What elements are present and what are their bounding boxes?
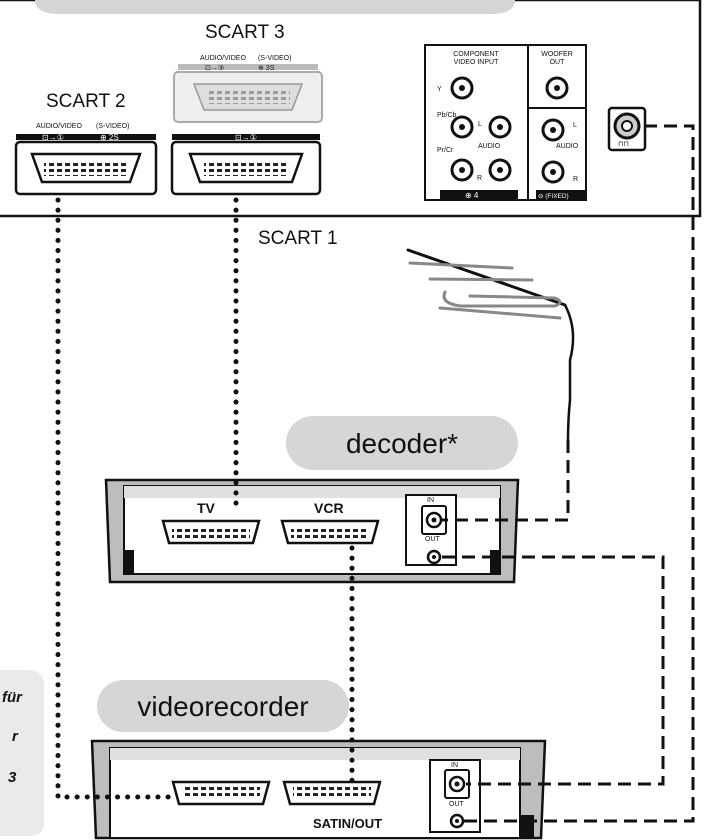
decoder-vcr-scart[interactable] xyxy=(280,519,380,545)
decoder-badge: decoder* xyxy=(286,416,518,470)
component-audio-l-jack[interactable] xyxy=(488,115,512,139)
scart3-io-left: ⊡→③ xyxy=(205,64,224,72)
scart1-connector[interactable]: ⊡→① xyxy=(170,133,322,196)
audio-r-jack[interactable] xyxy=(541,160,565,184)
component-title-2: VIDEO INPUT xyxy=(454,59,499,66)
scart1-io: ⊡→① xyxy=(235,133,257,142)
component-audio-r-jack[interactable] xyxy=(488,158,512,182)
woofer-bottom-label: ⊖ (FIXED) xyxy=(538,193,569,200)
component-bottom-label: ⊕ 4 xyxy=(465,191,479,200)
woofer-title-1: WOOFER xyxy=(541,51,573,58)
scart3-label: SCART 3 xyxy=(205,22,285,43)
videorecorder-out-label: OUT xyxy=(449,801,465,808)
woofer-title-2: OUT xyxy=(550,59,566,66)
woofer-out-jack[interactable] xyxy=(545,76,569,100)
cable-scart2-to-videorecorder xyxy=(55,197,175,800)
decoder-tv-label: TV xyxy=(197,500,216,516)
antenna-icon xyxy=(406,248,575,442)
component-pb-label: Pb/Cb xyxy=(437,112,457,119)
woofer-l-label: L xyxy=(573,122,577,129)
scart2-io-left: ⊡→① xyxy=(42,133,64,142)
decoder-in-label: IN xyxy=(427,497,434,504)
videorecorder-badge: videorecorder xyxy=(97,680,349,732)
component-audio-label: AUDIO xyxy=(478,143,501,150)
side-note-line2: r xyxy=(12,728,19,745)
component-pr-jack[interactable] xyxy=(450,158,474,182)
scart3-sub-left: AUDIO/VIDEO xyxy=(200,55,246,62)
scart2-connector[interactable]: AUDIO/VIDEO (S-VIDEO) ⊡→① ⊕ 2S xyxy=(14,123,158,196)
component-y-jack[interactable] xyxy=(450,76,474,100)
tv-antenna-input[interactable]: ⊓⊓ xyxy=(607,106,647,152)
decoder-badge-text: decoder* xyxy=(346,428,458,459)
scart3-sub-right: (S-VIDEO) xyxy=(258,55,291,62)
scart2-sub-right: (S-VIDEO) xyxy=(96,123,129,130)
videorecorder-scart-satin[interactable] xyxy=(282,780,382,806)
component-y-label: Y xyxy=(437,86,442,93)
videorecorder-satin-label: SATIN/OUT xyxy=(313,816,382,831)
scart2-sub-left: AUDIO/VIDEO xyxy=(36,123,82,130)
woofer-r-label: R xyxy=(573,176,578,183)
component-title-1: COMPONENT xyxy=(453,51,499,58)
side-note-line3: 3 xyxy=(8,769,17,786)
cable-antenna-to-decoder-in xyxy=(442,440,570,522)
scart3-io-right: ⊕ 3S xyxy=(258,65,275,72)
side-note-line1: für xyxy=(2,689,23,706)
decoder-out-label: OUT xyxy=(425,536,441,543)
videorecorder-scart-1[interactable] xyxy=(171,780,271,806)
decoder-vcr-label: VCR xyxy=(314,500,344,516)
component-pb-jack[interactable] xyxy=(450,115,474,139)
antenna-symbol: ⊓⊓ xyxy=(618,141,629,148)
scart1-label: SCART 1 xyxy=(258,228,338,249)
component-r-label: R xyxy=(477,175,482,182)
scart2-io-right: ⊕ 2S xyxy=(100,133,119,142)
videorecorder-badge-text: videorecorder xyxy=(137,691,308,722)
side-note: für r 3 xyxy=(0,670,44,836)
decoder-tv-scart[interactable] xyxy=(161,519,261,545)
cable-decoder-out-to-vcr-in xyxy=(442,555,665,786)
component-video-input: COMPONENT VIDEO INPUT Y Pb/Cb Pr/Cr L AU… xyxy=(424,44,529,201)
videorecorder-out-jack[interactable] xyxy=(449,813,465,829)
component-pr-label: Pr/Cr xyxy=(437,147,454,154)
audio-l-jack[interactable] xyxy=(541,118,565,142)
component-l-label: L xyxy=(478,121,482,128)
scart2-label: SCART 2 xyxy=(46,91,126,112)
videorecorder-in-jack[interactable] xyxy=(444,769,470,799)
woofer-audio-label: AUDIO xyxy=(556,143,579,150)
cable-vcr-out-to-tv-antenna xyxy=(464,124,695,823)
decoder-out-jack[interactable] xyxy=(426,549,442,565)
videorecorder-in-label: IN xyxy=(451,762,458,769)
scart3-connector[interactable]: AUDIO/VIDEO (S-VIDEO) ⊡→③ ⊕ 3S xyxy=(173,55,323,123)
